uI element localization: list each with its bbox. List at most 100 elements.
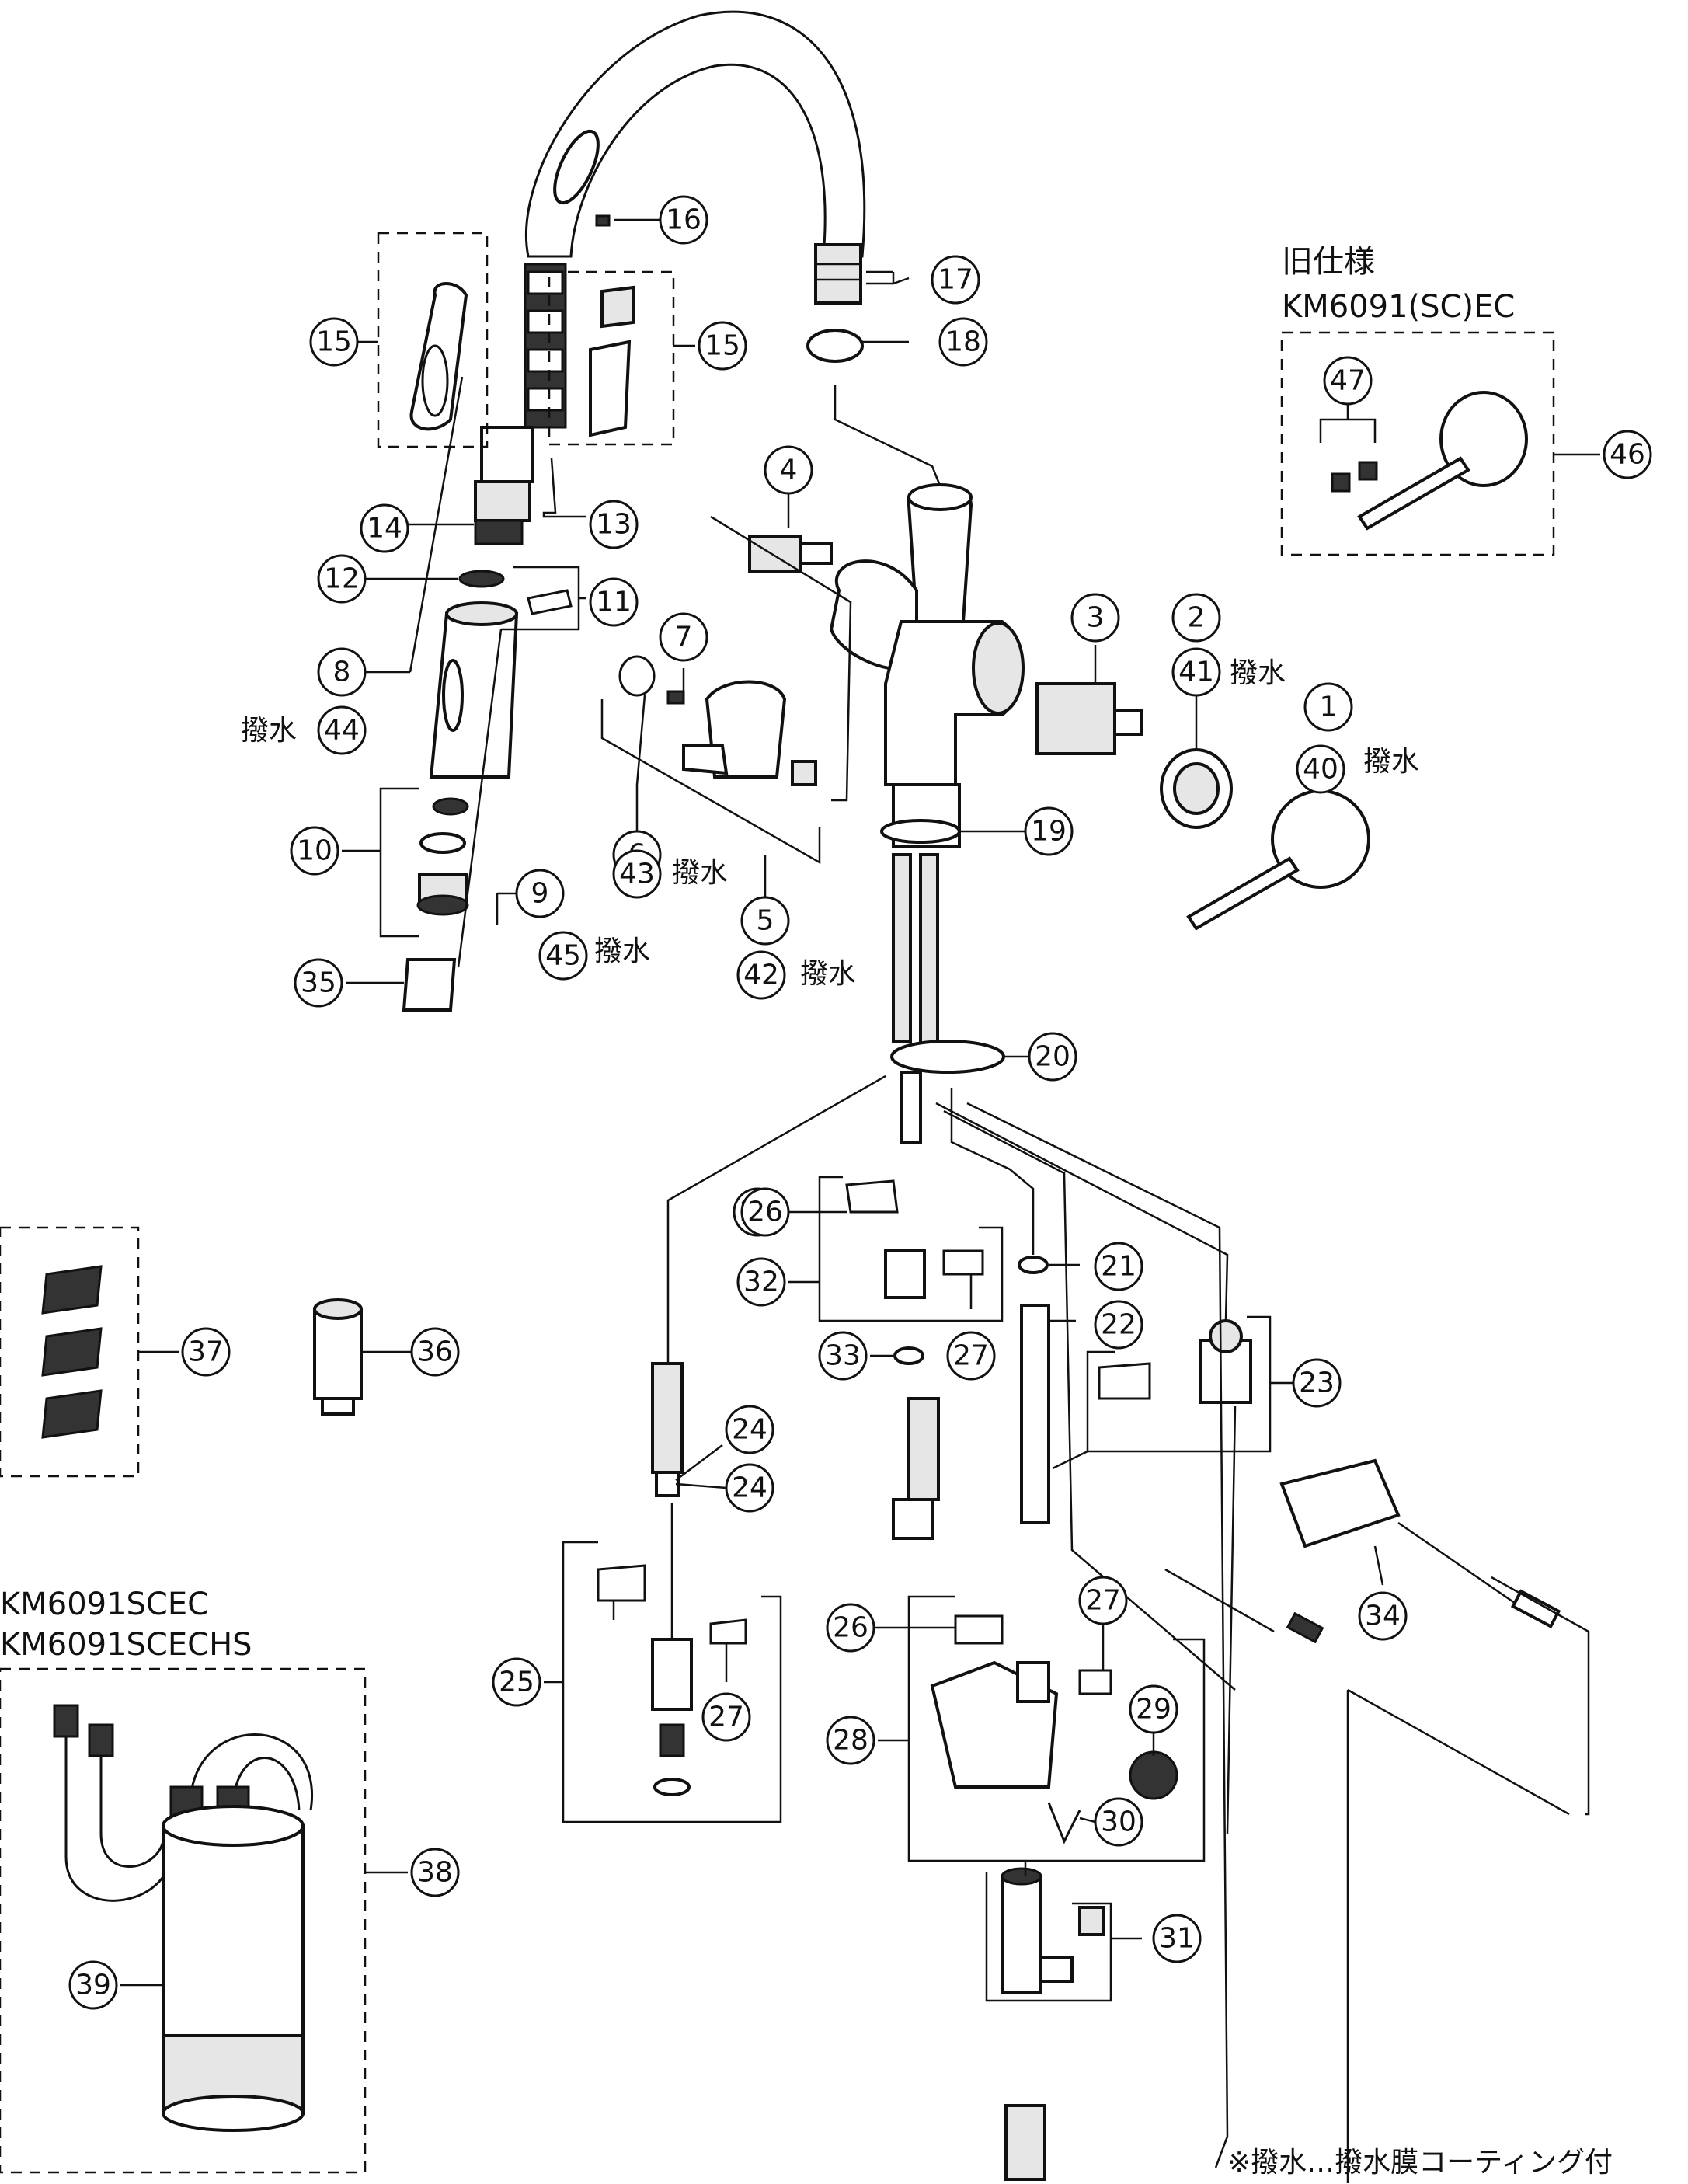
- tag-43: 撥水: [672, 857, 728, 889]
- parts-37: [41, 1265, 103, 1439]
- outlet-fitting: [1004, 2104, 1046, 2181]
- callout-number: 24: [732, 1414, 767, 1446]
- spout: [524, 10, 866, 305]
- callout-number: 26: [833, 1612, 868, 1644]
- callout-number: 46: [1610, 439, 1645, 471]
- callout-24: 24: [725, 1405, 774, 1454]
- callout-circle: [309, 317, 359, 367]
- callout-number: 24: [732, 1472, 767, 1504]
- callout-circle: [725, 1405, 774, 1454]
- callout-43: 43: [612, 849, 662, 899]
- callout-33: 33: [818, 1331, 868, 1381]
- callout-14: 14: [360, 503, 409, 553]
- callout-circle: [1171, 593, 1221, 643]
- callout-circle: [410, 1848, 460, 1897]
- callout-circle: [826, 1716, 875, 1765]
- shower-head-8: [429, 601, 519, 779]
- callout-39: 39: [68, 1960, 118, 2010]
- filter-12: [458, 570, 505, 588]
- cover-15-right: [589, 285, 635, 437]
- valve-28: [930, 1614, 1112, 1789]
- callout-number: 10: [297, 835, 332, 867]
- callout-34: 34: [1358, 1591, 1408, 1641]
- tag-42: 撥水: [800, 958, 856, 990]
- callout-24: 24: [725, 1463, 774, 1513]
- callout-37: 37: [181, 1327, 231, 1377]
- callout-number: 30: [1101, 1806, 1136, 1838]
- screw-7: [666, 690, 685, 705]
- hose-connector-14: [474, 426, 534, 545]
- callout-23: 23: [1292, 1358, 1342, 1408]
- callout-number: 17: [938, 264, 973, 296]
- callout-group: 1234567891011121314151516171819202122232…: [68, 195, 1652, 2010]
- callout-number: 13: [596, 509, 632, 541]
- callout-number: 8: [333, 657, 351, 688]
- callout-number: 23: [1299, 1367, 1335, 1399]
- callout-circle: [538, 931, 588, 981]
- callout-32: 32: [736, 1257, 786, 1307]
- callout-36: 36: [410, 1327, 460, 1377]
- callout-circle: [515, 869, 565, 918]
- callout-circle: [1028, 1032, 1077, 1082]
- callout-number: 22: [1101, 1309, 1136, 1341]
- lever-handle-40: [1186, 789, 1370, 931]
- callout-circle: [698, 321, 747, 371]
- nut-41: [1160, 748, 1233, 829]
- tag-41: 撥水: [1230, 657, 1286, 689]
- clip-27-top: [942, 1249, 984, 1276]
- callout-11: 11: [589, 577, 639, 627]
- callout-44: 44: [317, 705, 367, 755]
- callout-number: 44: [324, 715, 360, 747]
- callout-number: 39: [75, 1970, 111, 2001]
- callout-circle: [317, 705, 367, 755]
- cartridge-model-1: KM6091SCEC: [0, 1587, 209, 1622]
- callout-number: 14: [367, 513, 402, 545]
- callout-42: 42: [736, 950, 786, 1000]
- callout-number: 47: [1330, 365, 1366, 397]
- callout-number: 38: [417, 1857, 453, 1889]
- callout-number: 42: [743, 960, 779, 991]
- callout-circle: [181, 1327, 231, 1377]
- callout-circle: [1171, 647, 1221, 697]
- power-adapter-34: [1279, 1458, 1561, 1628]
- callout-35: 35: [294, 958, 343, 1008]
- dashed-box-38: [0, 1667, 367, 2174]
- callout-circle: [317, 554, 367, 604]
- callout-45: 45: [538, 931, 588, 981]
- callout-number: 9: [531, 878, 549, 910]
- callout-number: 5: [757, 905, 774, 937]
- faucet-body: [829, 483, 1025, 848]
- callout-47: 47: [1323, 356, 1373, 406]
- solenoid-29: [1129, 1750, 1178, 1800]
- callout-number: 2: [1188, 602, 1206, 634]
- callout-number: 15: [316, 326, 352, 358]
- callout-circle: [492, 1657, 541, 1707]
- callout-number: 29: [1136, 1694, 1171, 1726]
- dashed-box-15-right: [548, 270, 675, 446]
- callout-26: 26: [740, 1187, 790, 1237]
- callout-27: 27: [701, 1692, 751, 1742]
- callout-circle: [659, 612, 708, 662]
- callout-circle: [1094, 1242, 1143, 1291]
- callout-26: 26: [826, 1603, 875, 1653]
- tag-40: 撥水: [1363, 746, 1419, 778]
- callout-circle: [725, 1463, 774, 1513]
- callout-40: 40: [1296, 744, 1345, 794]
- callout-number: 15: [705, 330, 740, 362]
- callout-circle: [1152, 1914, 1202, 1963]
- callout-circle: [701, 1692, 751, 1742]
- callout-number: 3: [1087, 602, 1105, 634]
- callout-number: 41: [1178, 657, 1214, 688]
- callout-circle: [360, 503, 409, 553]
- callout-number: 4: [780, 455, 798, 486]
- callout-circle: [736, 950, 786, 1000]
- callout-30: 30: [1094, 1797, 1143, 1847]
- fitting-32: [884, 1249, 926, 1299]
- callout-21: 21: [1094, 1242, 1143, 1291]
- callout-circle: [290, 826, 339, 876]
- ring-6: [618, 655, 656, 697]
- callout-18: 18: [938, 317, 988, 367]
- callout-12: 12: [317, 554, 367, 604]
- dashed-box-15-left: [377, 232, 489, 448]
- callout-number: 28: [833, 1725, 868, 1757]
